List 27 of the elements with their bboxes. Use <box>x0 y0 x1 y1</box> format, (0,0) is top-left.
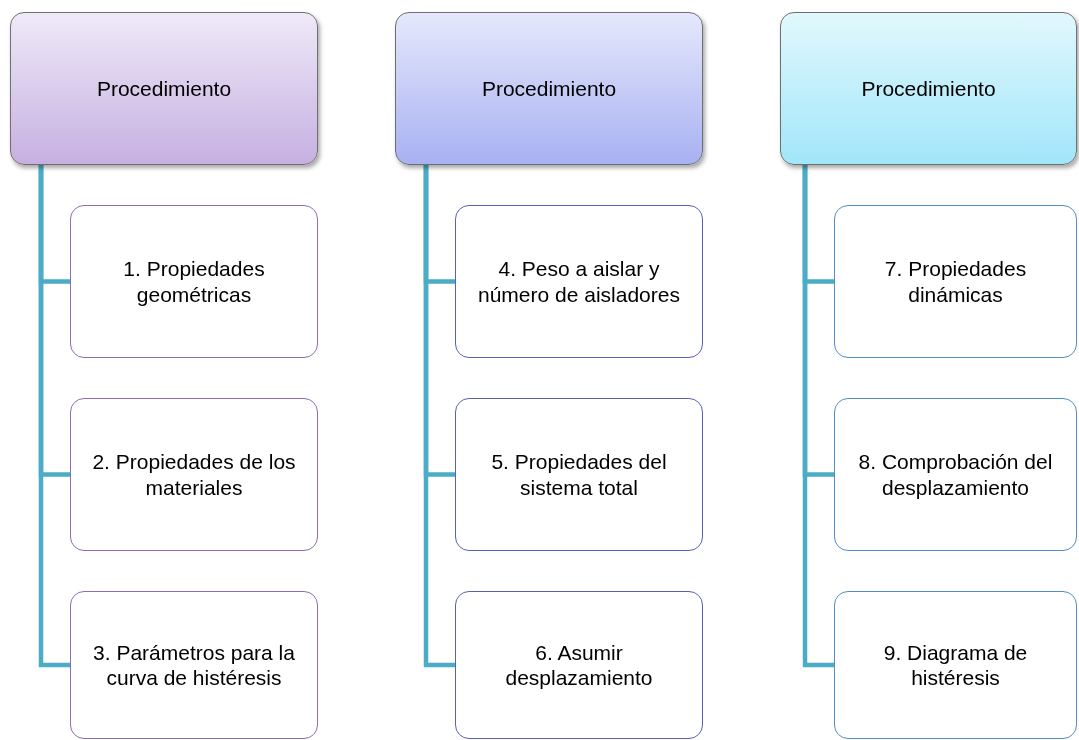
connector-line <box>423 165 455 668</box>
step-box <box>70 205 318 358</box>
connector-line <box>802 165 834 668</box>
step-text: 9. Diagrama de histéresis <box>882 639 1029 691</box>
step-text: 2. Propiedades de los materiales <box>91 449 297 500</box>
step-box <box>455 398 703 551</box>
step-box <box>70 591 318 739</box>
header-box <box>780 12 1077 165</box>
step-box <box>834 398 1077 551</box>
step-text: 3. Parámetros para la curva de histéresis <box>92 639 296 691</box>
step-text: 7. Propiedades dinámicas <box>883 256 1028 307</box>
step-text: 4. Peso a aislar y número de aisladores <box>477 256 681 307</box>
header-box <box>395 12 703 165</box>
step-box <box>455 591 703 739</box>
step-text: 6. Asumir desplazamiento <box>504 639 654 691</box>
header-text: Procedimiento <box>860 75 997 102</box>
step-text: 8. Comprobación del desplazamiento <box>857 449 1054 500</box>
header-box <box>10 12 318 165</box>
header-text: Procedimiento <box>480 75 618 102</box>
step-text: 5. Propiedades del sistema total <box>490 449 668 500</box>
step-text: 1. Propiedades geométricas <box>122 256 266 307</box>
connector-line <box>38 165 70 668</box>
step-box <box>834 205 1077 358</box>
step-box <box>834 591 1077 739</box>
header-text: Procedimiento <box>95 75 233 102</box>
step-box <box>455 205 703 358</box>
step-box <box>70 398 318 551</box>
